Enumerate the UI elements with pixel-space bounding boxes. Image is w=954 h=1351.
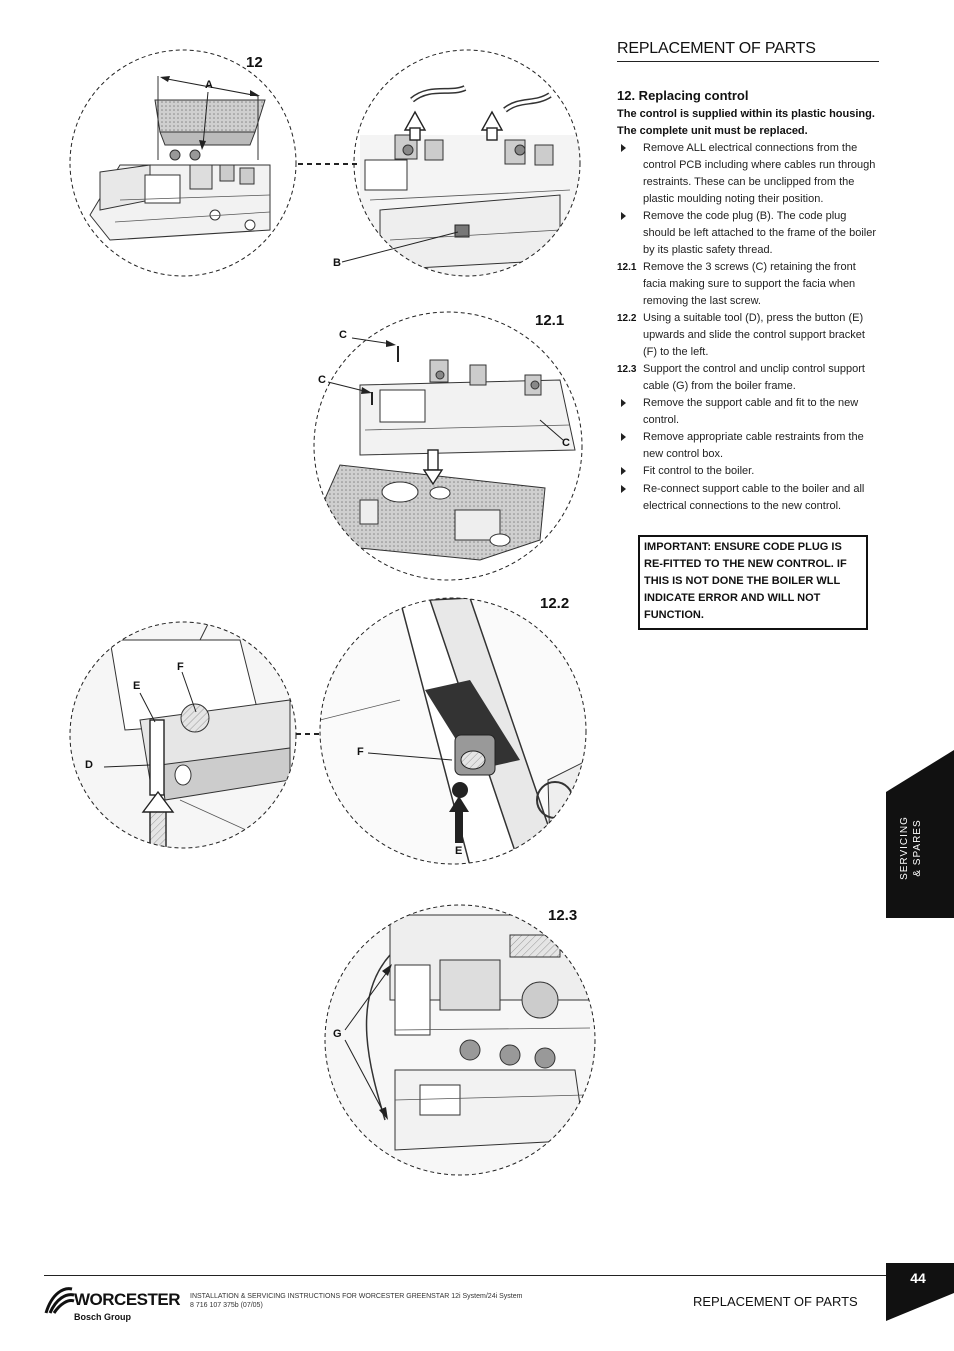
- intro-text: The control is supplied within its plast…: [617, 108, 875, 137]
- step-item: Remove the support cable and fit to the …: [617, 395, 879, 429]
- step-text: Remove the support cable and fit to the …: [643, 397, 859, 426]
- step-item: 12.1 Remove the 3 screws (C) retaining t…: [617, 259, 879, 310]
- callout-e-2: E: [455, 845, 463, 857]
- logo-subtitle: Bosch Group: [74, 1312, 132, 1322]
- callout-f-2: F: [357, 746, 364, 758]
- bullet-arrow-icon: [617, 481, 643, 515]
- fig12-left-detail: [69, 49, 297, 277]
- step-text: Remove the code plug (B). The code plug …: [643, 210, 876, 256]
- instructions-column: REPLACEMENT OF PARTS 12. Replacing contr…: [617, 40, 879, 630]
- step-number: 12.1: [617, 262, 637, 273]
- step-item: Re-connect support cable to the boiler a…: [617, 481, 879, 515]
- step-text: Remove ALL electrical connections from t…: [643, 142, 876, 205]
- technical-illustrations: [69, 49, 596, 1176]
- figure-number-12-2: 12.2: [540, 595, 570, 612]
- logo-wordmark: WORCESTER: [74, 1290, 181, 1309]
- step-text: Support the control and unclip control s…: [643, 363, 865, 392]
- step-item: Remove appropriate cable restraints from…: [617, 429, 879, 463]
- callout-g: G: [333, 1028, 342, 1040]
- section-subtitle: 12. Replacing control: [617, 88, 749, 103]
- fig12-2-right-detail: [319, 597, 587, 865]
- step-number: 12.3: [617, 364, 637, 375]
- fig12-3-detail: [324, 904, 596, 1176]
- fig12-2-left-detail: [69, 621, 297, 849]
- step-item: 12.3 Support the control and unclip cont…: [617, 361, 879, 395]
- side-tab-line-2: & SPARES: [912, 819, 923, 877]
- step-text: Remove the 3 screws (C) retaining the fr…: [643, 261, 856, 307]
- fig12-right-detail: [341, 49, 581, 277]
- step-text: Using a suitable tool (D), press the but…: [643, 312, 865, 358]
- callout-f-1: F: [177, 661, 184, 673]
- bullet-arrow-icon: [617, 429, 643, 463]
- callout-b: B: [333, 257, 341, 269]
- bullet-arrow-icon: [617, 208, 643, 259]
- callout-a: A: [205, 79, 213, 91]
- callout-d: D: [85, 759, 93, 771]
- page-number: 44: [910, 1270, 926, 1286]
- side-tab: [886, 750, 954, 918]
- figure-number-12-1: 12.1: [535, 312, 565, 329]
- footer-divider: [44, 1275, 887, 1276]
- step-item: Fit control to the boiler.: [617, 463, 879, 481]
- side-tab-line-1: SERVICING: [899, 816, 910, 880]
- document-code: 8 716 107 375b (07/05): [190, 1302, 263, 1309]
- document-title: INSTALLATION & SERVICING INSTRUCTIONS FO…: [190, 1293, 523, 1300]
- page-number-tab: [886, 1263, 954, 1321]
- step-text: Fit control to the boiler.: [643, 465, 755, 477]
- callout-c-3: C: [562, 437, 570, 449]
- figure-number-12-3: 12.3: [548, 907, 578, 924]
- section-header: REPLACEMENT OF PARTS: [617, 40, 879, 62]
- worcester-logo-icon: [44, 1287, 75, 1314]
- bullet-arrow-icon: [617, 463, 643, 481]
- step-text: Re-connect support cable to the boiler a…: [643, 483, 865, 512]
- callout-e-1: E: [133, 680, 141, 692]
- step-text: Remove appropriate cable restraints from…: [643, 431, 864, 460]
- bullet-arrow-icon: [617, 140, 643, 208]
- footer-section-label: REPLACEMENT OF PARTS: [693, 1294, 858, 1309]
- fig12-1-detail: [313, 311, 583, 581]
- side-tab-label: SERVICING & SPARES: [888, 796, 934, 900]
- step-item: Remove ALL electrical connections from t…: [617, 140, 879, 208]
- bullet-arrow-icon: [617, 395, 643, 429]
- figure-number-12: 12: [246, 54, 263, 71]
- callout-c-2: C: [318, 374, 326, 386]
- step-number: 12.2: [617, 313, 637, 324]
- important-notice: IMPORTANT: ENSURE CODE PLUG IS RE-FITTED…: [638, 535, 868, 630]
- callout-c-1: C: [339, 329, 347, 341]
- step-list: Remove ALL electrical connections from t…: [617, 140, 879, 515]
- step-item: 12.2 Using a suitable tool (D), press th…: [617, 310, 879, 361]
- step-item: Remove the code plug (B). The code plug …: [617, 208, 879, 259]
- figure-area: 12 12.1 12.2 12.3 A B C C C D E E F F G: [69, 49, 596, 1176]
